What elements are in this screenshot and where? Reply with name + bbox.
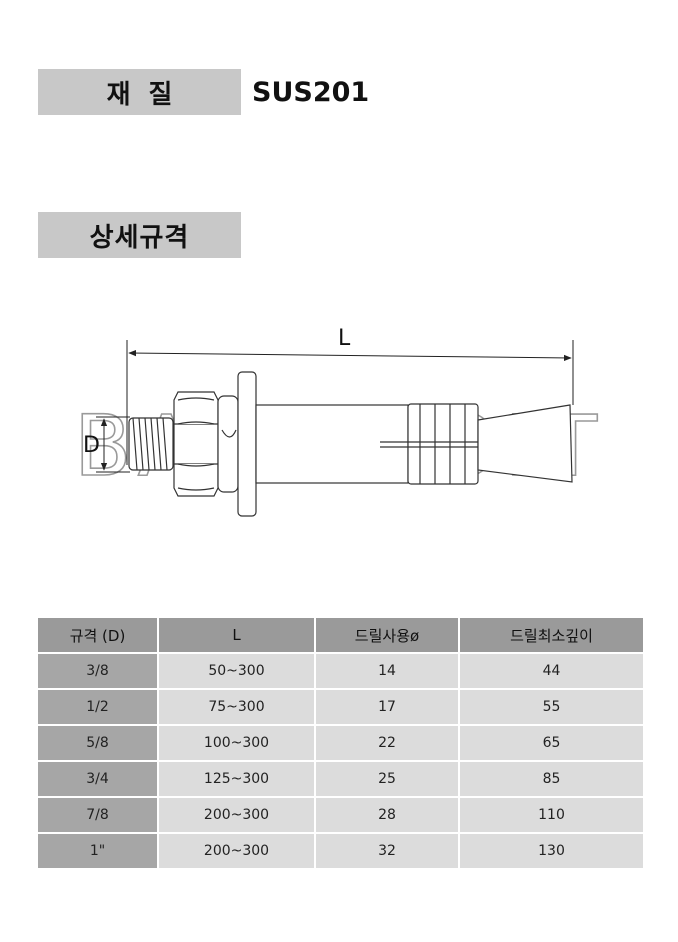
material-value: SUS201 <box>252 77 370 108</box>
cell-drill-diameter: 32 <box>316 834 460 870</box>
diameter-label: D <box>83 433 100 458</box>
cell-drill-depth: 44 <box>460 654 643 690</box>
cell-drill-diameter: 22 <box>316 726 460 762</box>
cell-size: 5/8 <box>38 726 159 762</box>
table-row: 3/8 50~300 14 44 <box>38 654 643 690</box>
header-drill-diameter: 드릴사용ø <box>316 618 460 654</box>
cell-drill-depth: 55 <box>460 690 643 726</box>
table-row: 3/4 125~300 25 85 <box>38 762 643 798</box>
cell-length: 50~300 <box>159 654 316 690</box>
length-label: L <box>338 326 351 351</box>
cell-size: 3/4 <box>38 762 159 798</box>
cell-drill-diameter: 25 <box>316 762 460 798</box>
flat-washer <box>237 371 257 517</box>
table-row: 1" 200~300 32 130 <box>38 834 643 870</box>
cell-size: 1/2 <box>38 690 159 726</box>
anchor-bolt-diagram: BARO BOLT L D <box>73 326 598 517</box>
cell-length: 125~300 <box>159 762 316 798</box>
length-dimension: L <box>126 326 574 465</box>
cell-length: 200~300 <box>159 798 316 834</box>
anchor-sleeve <box>255 403 573 485</box>
cell-drill-depth: 65 <box>460 726 643 762</box>
table-header-row: 규격 (D) L 드릴사용ø 드릴최소깊이 <box>38 618 643 654</box>
cell-size: 3/8 <box>38 654 159 690</box>
table-row: 5/8 100~300 22 65 <box>38 726 643 762</box>
header-drill-depth: 드릴최소깊이 <box>460 618 643 654</box>
spec-heading: 상세규격 <box>38 212 241 258</box>
cell-drill-diameter: 28 <box>316 798 460 834</box>
cell-size: 7/8 <box>38 798 159 834</box>
material-label: 재질 <box>38 69 241 115</box>
cell-size: 1" <box>38 834 159 870</box>
cell-drill-diameter: 14 <box>316 654 460 690</box>
header-length: L <box>159 618 316 654</box>
header-size: 규격 (D) <box>38 618 159 654</box>
cell-drill-depth: 85 <box>460 762 643 798</box>
diameter-dimension: D <box>83 416 130 473</box>
spring-washer <box>217 395 239 493</box>
cell-drill-depth: 110 <box>460 798 643 834</box>
cell-drill-depth: 130 <box>460 834 643 870</box>
cell-length: 200~300 <box>159 834 316 870</box>
threaded-rod <box>128 417 174 471</box>
spec-table: 규격 (D) L 드릴사용ø 드릴최소깊이 3/8 50~300 14 44 1… <box>38 618 643 870</box>
table-row: 7/8 200~300 28 110 <box>38 798 643 834</box>
cell-drill-diameter: 17 <box>316 690 460 726</box>
cell-length: 100~300 <box>159 726 316 762</box>
cell-length: 75~300 <box>159 690 316 726</box>
hex-nut <box>173 391 219 497</box>
table-row: 1/2 75~300 17 55 <box>38 690 643 726</box>
